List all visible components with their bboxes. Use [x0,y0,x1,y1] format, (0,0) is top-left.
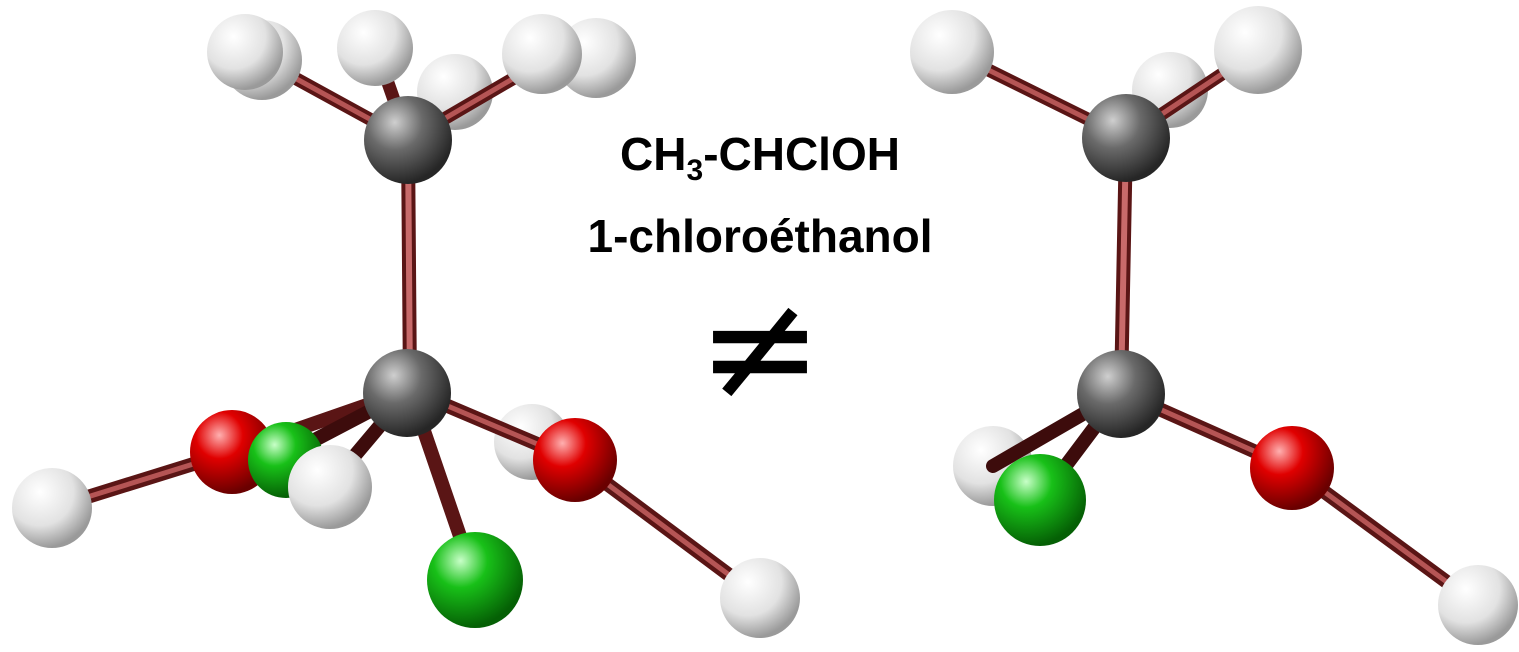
compound-name: 1-chloroéthanol [587,210,933,262]
hydrogen-atom [207,14,283,90]
hydrogen-atom [910,10,994,94]
oxygen-atom [1250,426,1334,510]
oxygen-atom [533,418,617,502]
chlorine-atom [994,454,1086,546]
hydrogen-atom [288,445,372,529]
hydrogen-atom [1438,565,1518,645]
carbon-atom [1082,94,1170,182]
carbon-atom [363,349,451,437]
chemical-formula: CH3-CHClOH [520,124,1000,187]
hydrogen-atom [12,468,92,548]
formula-suffix: -CHClOH [703,128,900,180]
carbon-atom [1077,350,1165,438]
chlorine-atom [427,532,523,628]
formula-prefix: CH [620,128,687,180]
left-molecule [12,10,800,638]
hydrogen-atom [720,558,800,638]
hydrogen-atom [1214,6,1302,94]
formula-subscript: 3 [686,154,704,187]
not-equal-symbol: ≠ [697,261,823,435]
right-molecule [910,6,1518,645]
hydrogen-atom [502,14,582,94]
hydrogen-atom [337,10,413,86]
carbon-atom [364,96,452,184]
